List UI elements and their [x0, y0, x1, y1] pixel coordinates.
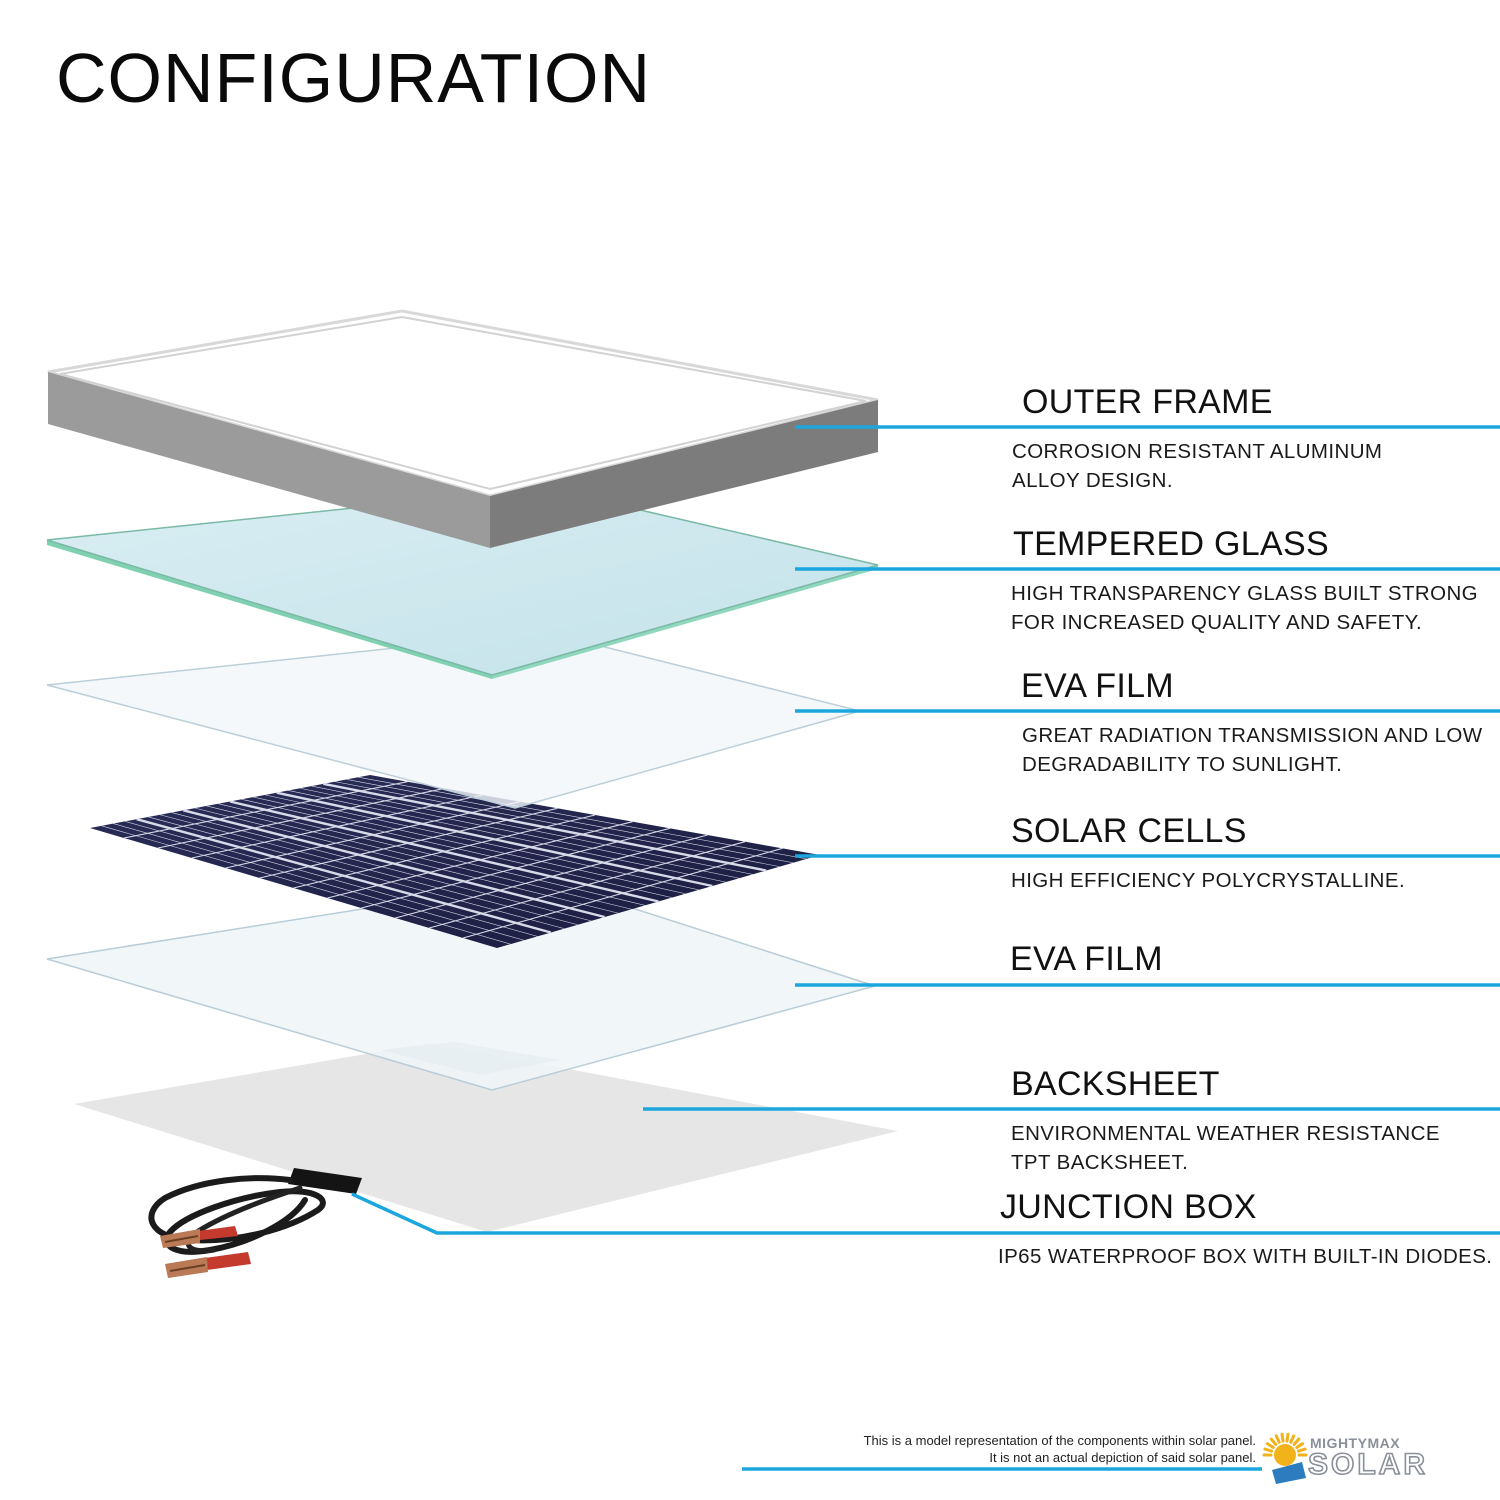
sun-ray	[1295, 1442, 1305, 1449]
label-eva-film-lower: EVA FILM	[1010, 940, 1163, 978]
sun-ray	[1269, 1437, 1278, 1446]
desc-outer-frame: CORROSION RESISTANT ALUMINUM ALLOY DESIG…	[1012, 437, 1382, 495]
desc-line: HIGH EFFICIENCY POLYCRYSTALLINE.	[1011, 869, 1406, 892]
label-eva-film-upper: EVA FILM	[1021, 667, 1174, 705]
cell-gridline	[136, 818, 552, 934]
cell-gridline	[206, 805, 632, 910]
desc-solar-cells: HIGH EFFICIENCY POLYCRYSTALLINE.	[1011, 866, 1405, 895]
cell-gridline	[148, 816, 565, 929]
desc-line: CORROSION RESISTANT ALUMINUM	[1012, 440, 1383, 463]
brand-logo-bottom: SOLAR	[1307, 1447, 1428, 1482]
sun-ray	[1289, 1434, 1296, 1444]
label-solar-cells: SOLAR CELLS	[1011, 812, 1247, 850]
cell-gridline	[101, 825, 511, 945]
sun-logo-icon	[1262, 1432, 1308, 1484]
cell-gridline	[241, 798, 673, 898]
label-junction-box: JUNCTION BOX	[1000, 1188, 1257, 1226]
brand-logo-top: MIGHTYMAX	[1310, 1435, 1401, 1451]
sun-ray	[1274, 1434, 1281, 1444]
page-title: CONFIGURATION	[56, 39, 652, 117]
cell-gridline	[253, 796, 686, 895]
label-outer-frame: OUTER FRAME	[1022, 383, 1273, 421]
desc-eva-film-upper: GREAT RADIATION TRANSMISSION AND LOW DEG…	[1022, 721, 1483, 779]
desc-junction-box: IP65 WATERPROOF BOX WITH BUILT-IN DIODES…	[998, 1242, 1492, 1271]
disclaimer-line: This is a model representation of the co…	[863, 1433, 1256, 1448]
disclaimer-line: It is not an actual depiction of said so…	[989, 1449, 1256, 1465]
desc-line: ALLOY DESIGN.	[1012, 469, 1173, 492]
cell-gridline	[276, 791, 713, 888]
outer-frame-layer	[47, 309, 879, 548]
cell-gridline	[346, 779, 794, 864]
tempered-glass-layer	[46, 487, 879, 679]
desc-tempered-glass: HIGH TRANSPARENCY GLASS BUILT STRONG FOR…	[1011, 579, 1478, 637]
cell-gridline	[113, 823, 524, 941]
cell-gridline	[124, 821, 538, 937]
cell-gridline	[334, 781, 780, 867]
desc-line: FOR INCREASED QUALITY AND SAFETY.	[1011, 611, 1423, 634]
cell-gridline	[194, 807, 619, 914]
leader-lines	[351, 425, 1500, 1471]
sun-ray	[1285, 1432, 1290, 1443]
cell-gridline	[183, 809, 605, 919]
label-backsheet: BACKSHEET	[1011, 1065, 1220, 1103]
cell-gridline	[311, 785, 753, 875]
desc-line: ENVIRONMENTAL WEATHER RESISTANCE	[1011, 1122, 1440, 1145]
solar-cells-layer	[90, 775, 820, 948]
label-tempered-glass: TEMPERED GLASS	[1013, 525, 1329, 563]
cell-gridline	[264, 794, 699, 891]
sun-ray	[1265, 1442, 1275, 1449]
cell-gridline	[323, 782, 767, 872]
desc-backsheet: ENVIRONMENTAL WEATHER RESISTANCE TPT BAC…	[1011, 1119, 1440, 1177]
desc-line: TPT BACKSHEET.	[1011, 1151, 1189, 1174]
desc-line: HIGH TRANSPARENCY GLASS BUILT STRONG	[1011, 582, 1479, 605]
desc-line: GREAT RADIATION TRANSMISSION AND LOW	[1022, 724, 1483, 747]
cell-gridline	[288, 790, 726, 883]
clamp-upper	[160, 1226, 238, 1248]
sun-ray	[1280, 1432, 1285, 1443]
disclaimer-text: This is a model representation of the co…	[864, 1433, 1256, 1466]
leader-line-junction-box	[351, 1192, 1500, 1235]
desc-line: DEGRADABILITY TO SUNLIGHT.	[1022, 753, 1343, 776]
junction-box-cable	[148, 1168, 362, 1278]
cell-gridline	[229, 800, 659, 903]
cell-gridline	[218, 803, 646, 906]
sun-ray	[1263, 1447, 1274, 1453]
cell-gridline	[358, 776, 807, 860]
desc-line: IP65 WATERPROOF BOX WITH BUILT-IN DIODES…	[998, 1245, 1493, 1268]
sun-ray	[1296, 1447, 1307, 1453]
backsheet-layer	[74, 1043, 898, 1232]
sun-ray	[1292, 1437, 1301, 1446]
cell-gridline	[299, 787, 740, 879]
cell-gridline	[159, 814, 578, 926]
cell-gridline	[171, 812, 592, 922]
clamp-lower	[165, 1252, 251, 1278]
